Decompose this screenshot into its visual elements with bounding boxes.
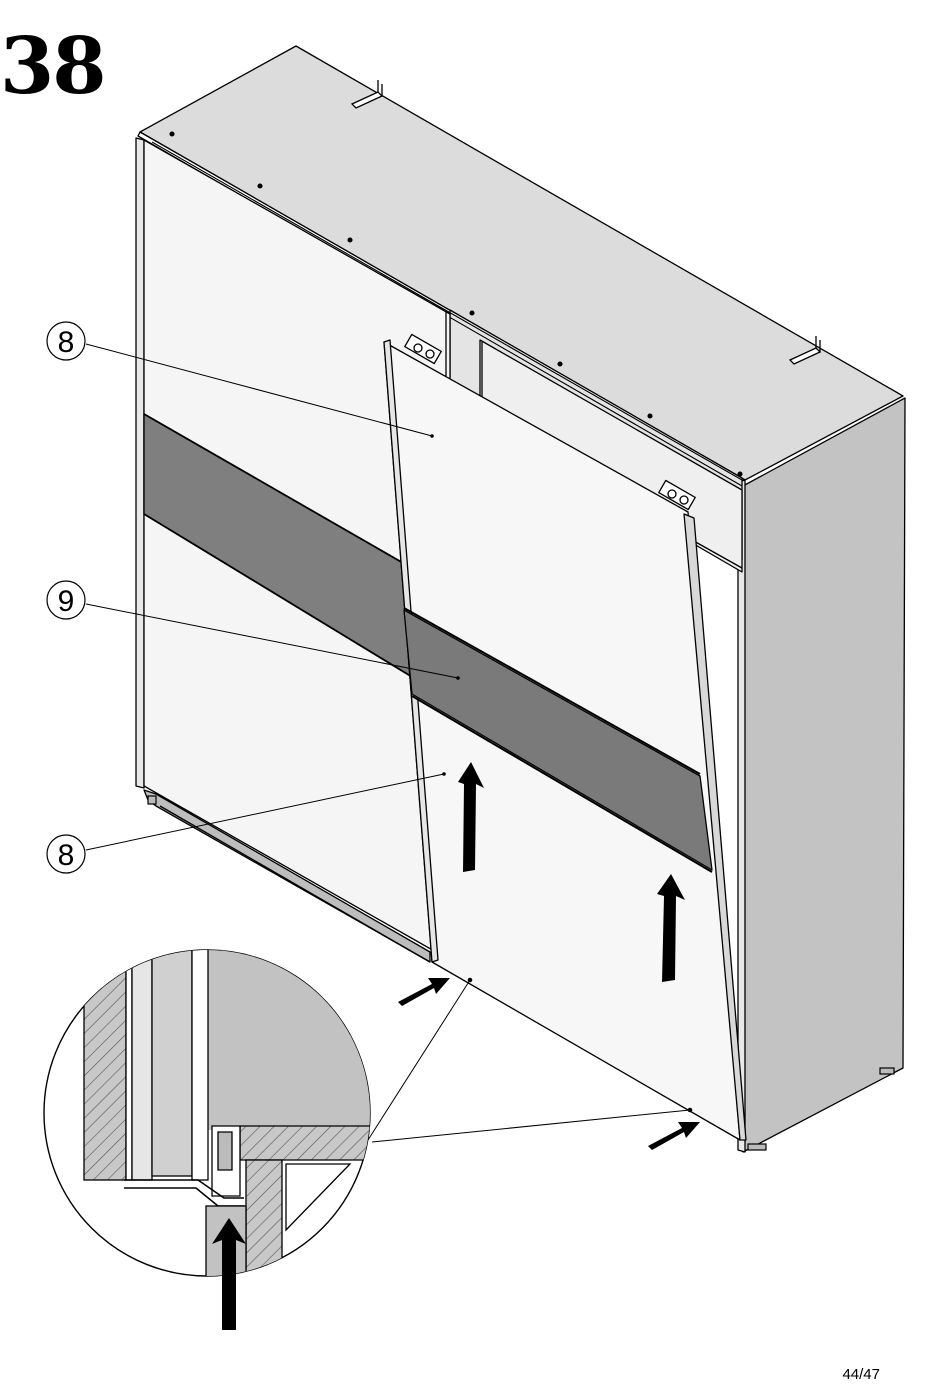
arrow-right-icon: [398, 978, 450, 1006]
arrow-right-icon: [648, 1122, 700, 1150]
callout-label: 9: [58, 585, 75, 618]
carcass-left-front-edge: [136, 138, 144, 788]
detail-magnifier: [44, 940, 400, 1330]
carcass-right-side: [743, 398, 905, 1152]
callout-label: 8: [58, 326, 75, 359]
page-number: 44/47: [842, 1366, 880, 1383]
callout-label: 8: [58, 839, 75, 872]
